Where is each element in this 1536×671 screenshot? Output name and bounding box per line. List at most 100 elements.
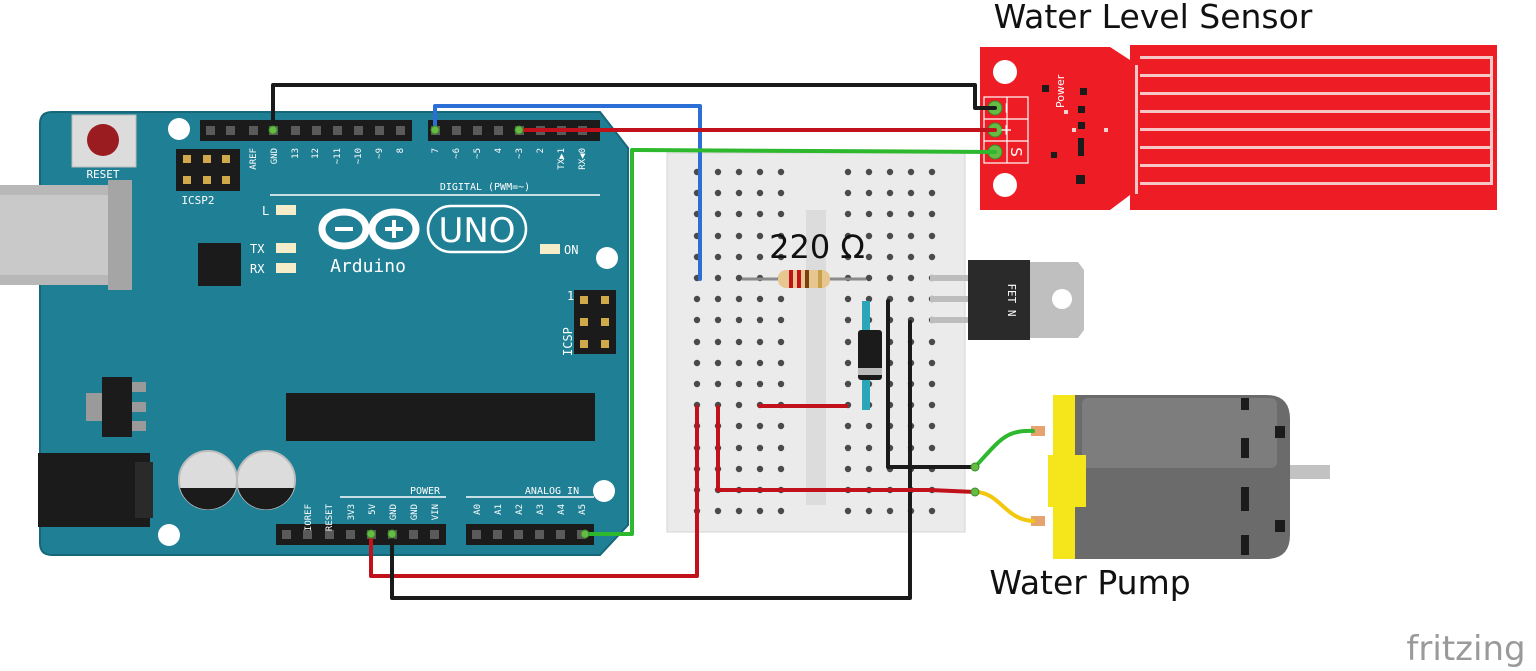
breadboard-hole <box>714 232 722 240</box>
breadboard-hole <box>886 507 894 515</box>
breadboard-hole <box>777 253 785 261</box>
breadboard-hole <box>907 295 915 303</box>
mount-hole <box>596 247 618 269</box>
breadboard-hole <box>735 444 743 452</box>
breadboard-hole <box>928 253 936 261</box>
led-tx-label: TX <box>250 242 265 256</box>
breadboard-hole <box>756 168 764 176</box>
breadboard-hole <box>735 316 743 324</box>
voltage-regulator <box>86 377 146 437</box>
digital-pin-label: 4 <box>494 148 504 153</box>
led-l-label: L <box>262 204 269 218</box>
power-pin-label: 5V <box>368 503 378 514</box>
breadboard-hole <box>928 232 936 240</box>
breadboard-hole <box>865 465 873 473</box>
breadboard-hole <box>714 316 722 324</box>
breadboard-hole <box>886 232 894 240</box>
breadboard-hole <box>907 210 915 218</box>
breadboard-hole <box>693 295 701 303</box>
breadboard-hole <box>693 338 701 346</box>
breadboard-hole <box>777 507 785 515</box>
breadboard-hole <box>735 189 743 197</box>
microcontroller-chip <box>286 393 595 441</box>
breadboard-hole <box>865 422 873 430</box>
power-pin-label: IOREF <box>304 504 314 531</box>
breadboard-hole <box>928 380 936 388</box>
brand-label: Arduino <box>330 256 406 277</box>
mount-hole <box>593 480 615 502</box>
breadboard-hole <box>735 380 743 388</box>
breadboard-hole <box>756 422 764 430</box>
breadboard-hole <box>844 316 852 324</box>
mosfet: FET N <box>930 260 1084 340</box>
mosfet-label: FET N <box>1005 283 1018 316</box>
analog-header <box>466 524 594 545</box>
breadboard-hole <box>865 232 873 240</box>
breadboard-hole <box>865 507 873 515</box>
breadboard-hole <box>907 253 915 261</box>
analog-pin-label: A0 <box>473 504 483 515</box>
analog-label: ANALOG IN <box>525 486 579 497</box>
breadboard-hole <box>735 507 743 515</box>
capacitor <box>178 450 238 510</box>
breadboard-hole <box>714 189 722 197</box>
breadboard-hole <box>756 380 764 388</box>
breadboard-hole <box>693 316 701 324</box>
breadboard-hole <box>735 253 743 261</box>
breadboard-hole <box>756 507 764 515</box>
power-header <box>276 524 446 545</box>
analog-pin-label: A1 <box>494 504 504 515</box>
water-level-sensor: Power − + S <box>980 45 1497 210</box>
reset-button[interactable] <box>71 114 137 168</box>
wire-diode-to-pump <box>716 405 977 494</box>
capacitor <box>236 450 296 510</box>
breadboard-hole <box>714 253 722 261</box>
breadboard-hole <box>886 253 894 261</box>
led-rx-label: RX <box>250 262 265 276</box>
breadboard-hole <box>865 189 873 197</box>
breadboard-hole <box>928 168 936 176</box>
usb-chip <box>198 243 241 286</box>
breadboard-hole <box>777 359 785 367</box>
analog-pin-label: A5 <box>578 504 588 515</box>
pump-title: Water Pump <box>989 563 1190 602</box>
breadboard-hole <box>756 444 764 452</box>
breadboard-hole <box>777 210 785 218</box>
breadboard-hole <box>777 295 785 303</box>
icsp-label: ICSP <box>561 327 575 356</box>
breadboard-hole <box>886 274 894 282</box>
breadboard-hole <box>928 359 936 367</box>
breadboard-hole <box>714 338 722 346</box>
breadboard-hole <box>865 253 873 261</box>
breadboard-hole <box>844 338 852 346</box>
breadboard-hole <box>735 338 743 346</box>
breadboard-hole <box>928 401 936 409</box>
breadboard-hole <box>735 401 743 409</box>
digital-pin-label: 13 <box>291 148 301 159</box>
breadboard-hole <box>735 465 743 473</box>
digital-pin-label: ~11 <box>333 148 343 164</box>
analog-pin-label: A3 <box>536 504 546 515</box>
wire-5v-to-breadboard <box>369 405 699 578</box>
analog-pin-label: A2 <box>515 504 525 515</box>
breadboard-hole <box>844 295 852 303</box>
dc-power-jack <box>38 453 153 527</box>
resistor-value: 220 Ω <box>769 228 865 266</box>
breadboard-hole <box>777 232 785 240</box>
sensor-traces <box>1135 56 1493 194</box>
breadboard-hole <box>756 210 764 218</box>
breadboard-hole <box>844 380 852 388</box>
breadboard-hole <box>865 444 873 452</box>
breadboard-hole <box>865 210 873 218</box>
breadboard-hole <box>714 274 722 282</box>
led-rx <box>276 263 296 273</box>
breadboard-hole <box>886 210 894 218</box>
sensor-pin-minus: − <box>997 102 1015 115</box>
breadboard-hole <box>756 295 764 303</box>
breadboard-hole <box>756 465 764 473</box>
breadboard-hole <box>777 444 785 452</box>
breadboard <box>666 152 966 533</box>
